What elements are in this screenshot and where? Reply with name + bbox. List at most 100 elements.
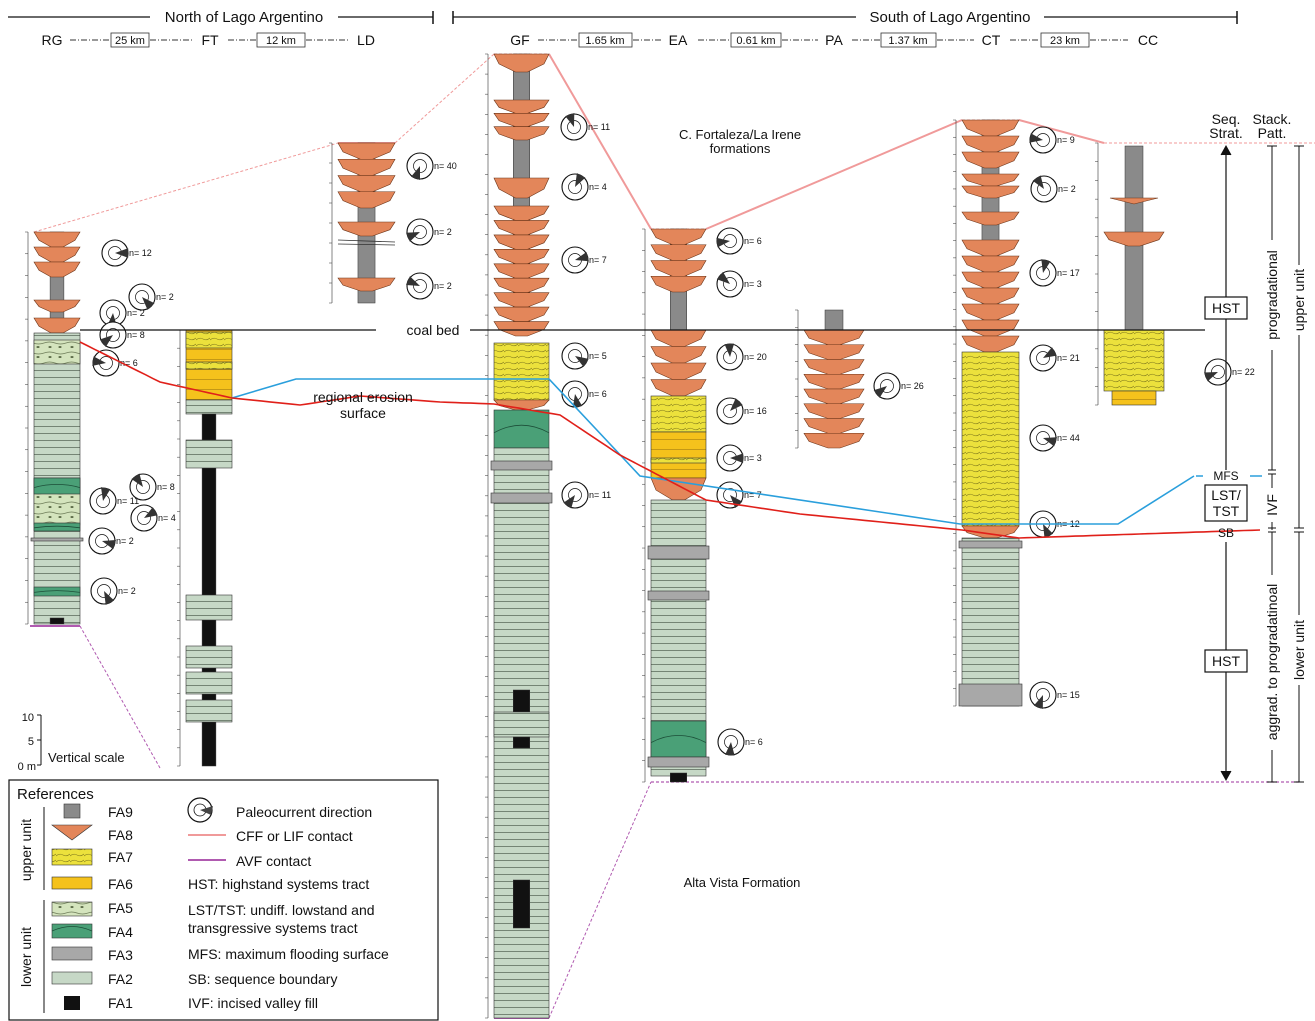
rg-fa4 (33, 484, 81, 488)
ea-fa6 (650, 431, 707, 479)
legend-hst: HST: highstand systems tract (188, 876, 369, 892)
paleocurrent-rose-ct (1029, 126, 1057, 154)
erosion-label-2: surface (340, 405, 386, 421)
gf-fa8 (493, 321, 550, 337)
ea-fa3 (647, 756, 710, 768)
rose-petal (1041, 259, 1051, 273)
scale-tick-0: 0 m (18, 761, 36, 773)
ct-fa8 (961, 271, 1020, 289)
rg-fa8 (33, 261, 81, 278)
paleocurrent-count-ct: n= 15 (1057, 690, 1080, 700)
fa5-swatch (51, 901, 93, 917)
fa7-label: FA7 (108, 849, 133, 865)
ft-fa7 (185, 331, 233, 349)
paleocurrent-count-gf: n= 11 (589, 490, 611, 500)
paleocurrent-rose-ld (406, 218, 434, 246)
ea-fa8 (650, 362, 707, 380)
cff-correlation-line (394, 53, 495, 144)
paleocurrent-rose-gf (561, 246, 589, 274)
gf-fa8 (493, 205, 550, 221)
paleocurrent-roses: n= 12n= 2n= 2n= 8n= 6n= 8n= 11n= 4n= 2n=… (88, 113, 1255, 756)
paleocurrent-count-rg: n= 11 (117, 496, 139, 506)
fa9-swatch (63, 803, 81, 819)
rose-petal (563, 495, 575, 509)
rg-fa4 (33, 586, 81, 597)
rose-petal (104, 591, 115, 605)
section-code-pa: PA (825, 32, 843, 48)
gf-fa1 (513, 736, 530, 749)
ft-fa2 (185, 439, 233, 469)
section-code-ct: CT (982, 32, 1001, 48)
gf-fa8 (493, 306, 550, 322)
paleocurrent-count-ea: n= 6 (744, 236, 762, 246)
paleocurrent-rose-ct (1029, 259, 1057, 287)
ea-fa4 (650, 735, 707, 743)
lst-tst-box-1: LST/ (1211, 487, 1241, 503)
ea-fa3 (647, 590, 710, 601)
rose-inner-ring (723, 488, 737, 502)
distance-gf-ea: 1.65 km (585, 35, 624, 47)
rose-inner-ring (880, 379, 894, 393)
fa7-swatch (51, 848, 93, 866)
paleocurrent-rose-ea (716, 270, 744, 298)
rose-petal (1204, 372, 1218, 382)
paleocurrent-rose-ea (716, 343, 744, 371)
pa-fa8 (803, 373, 865, 390)
legend-rose-icon (187, 797, 213, 823)
avf-correlation-line (79, 625, 161, 769)
gf-fa8 (493, 99, 550, 114)
lst-tst-box-2: TST (1213, 503, 1240, 519)
rg-fa8 (33, 231, 81, 248)
ct-fa8 (961, 211, 1020, 226)
fa8-label: FA8 (108, 827, 133, 843)
distance-ea-pa: 0.61 km (736, 35, 775, 47)
rose-petal (724, 343, 735, 357)
rose-inner-ring (413, 225, 427, 239)
rg-fa4 (33, 590, 81, 593)
distance-pa-ct: 1.37 km (888, 35, 927, 47)
mfs-line (231, 378, 1195, 525)
pa-fa8 (803, 388, 865, 405)
ld-thin-beds (337, 239, 396, 246)
stack-patt-title-2: Patt. (1258, 125, 1287, 141)
paleocurrent-rose-ea (716, 444, 744, 472)
ct-fa3 (958, 540, 1023, 549)
erosion-surface (79, 341, 1261, 539)
paleocurrent-count-cc: n= 22 (1232, 367, 1255, 377)
gf-fa3 (490, 460, 553, 471)
rose-petal (575, 356, 589, 367)
ea-fa7 (650, 395, 707, 433)
rose-petal (406, 276, 420, 286)
rg-fa8 (33, 299, 81, 313)
rose-petal (1043, 524, 1054, 538)
ct-fa8 (961, 151, 1020, 169)
gf-fa8 (493, 263, 550, 279)
paleocurrent-count-ct: n= 2 (1058, 184, 1076, 194)
paleocurrent-count-ea: n= 3 (744, 453, 762, 463)
paleocurrent-rose-rg (89, 487, 117, 515)
fa6-label: FA6 (108, 876, 133, 892)
ct-fa8 (961, 255, 1020, 273)
gf-fa8 (493, 234, 550, 250)
ft-fa2 (185, 699, 233, 723)
mfs-label: MFS (1213, 469, 1238, 483)
paleocurrent-count-rg: n= 8 (127, 330, 145, 340)
paleocurrent-count-ea: n= 3 (744, 279, 762, 289)
paleocurrent-rose-ct (1029, 424, 1057, 452)
ct-fa8 (961, 319, 1020, 337)
rose-inner-ring (568, 180, 582, 194)
gf-fa7 (493, 342, 550, 401)
rg-fa4 (33, 522, 81, 532)
ld-fa8 (337, 175, 396, 193)
paleocurrent-rose-ct (1029, 681, 1057, 709)
cff-contact-top (1018, 119, 1105, 144)
paleocurrent-rose-rg (128, 283, 156, 311)
paleocurrent-rose-rg (129, 473, 157, 501)
upper-formation-label-1: C. Fortaleza/La Irene (679, 127, 801, 142)
section-code-rg: RG (42, 32, 63, 48)
paleocurrent-rose-gf (561, 342, 589, 370)
aggrad-label: aggrad. to progradatinoal (1264, 584, 1280, 740)
coal-bed-label: coal bed (407, 322, 460, 338)
ld-fa8 (337, 277, 396, 292)
rose-petal (873, 386, 887, 398)
